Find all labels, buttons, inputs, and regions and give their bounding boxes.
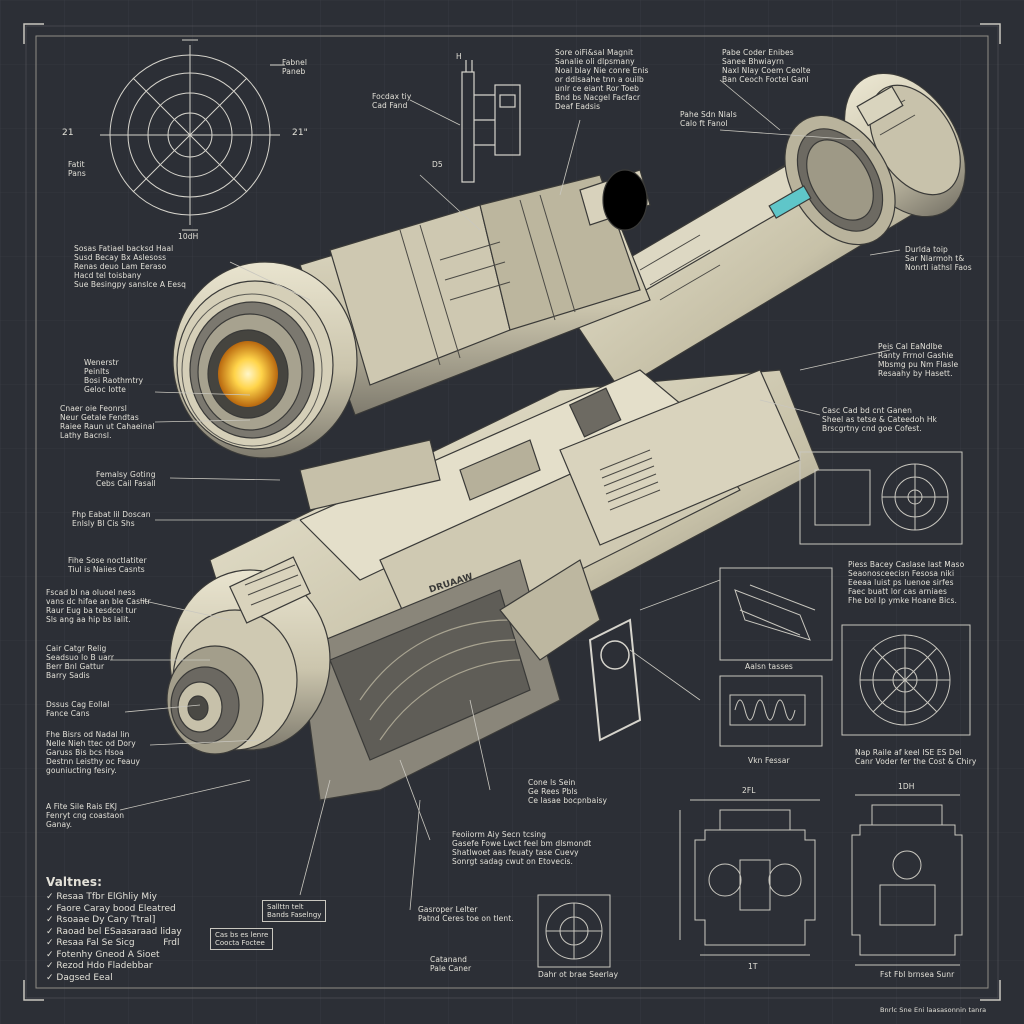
box-label-2: Cas bs es lenre Coocta Foctee	[210, 928, 274, 950]
callout-top-mid: Sore oiFi&sal Magnit Sanalie oli dlpsman…	[555, 48, 649, 111]
callout-left-5: Fhp Eabat lil Doscan Enlsly Bl Cis Shs	[72, 510, 151, 528]
callout-right-2: Peis Cal EaNdlbe Ranty Frrnol Gashie Mbs…	[878, 342, 959, 378]
callout-left-4: Femalsy Goting Cebs Cail Fasall	[96, 470, 156, 488]
dimension-1: 2FL	[742, 786, 756, 795]
callout-bottom-4: Catanand Pale Caner	[430, 955, 472, 973]
legend-item: Resaa Fal Se Sicg Frdl	[46, 938, 182, 950]
callout-bottom-2: Feoiiorm Aiy Secn tcsing Gasefe Fowe Lwc…	[452, 830, 592, 866]
label-reticle-left: 21	[62, 128, 74, 138]
callout-right-1: Durlda toip Sar Nlarmoh t& Nonrtl iathsl…	[905, 245, 972, 272]
callout-leaders	[110, 79, 901, 911]
dimension-4: Fst Fbl brnsea Sunr	[880, 970, 955, 979]
callout-focal: Focdax tiy Cad Fand	[372, 92, 412, 110]
callout-left-9: Dssus Cag Eollal Fance Cans	[46, 700, 110, 718]
callout-left-3: Cnaer oie Feonrsl Neur Getale Fendtas Ra…	[60, 404, 155, 440]
outer-frame-2	[25, 25, 999, 999]
main-body	[209, 369, 821, 801]
detail-label-3: Dahr ot brae Seerlay	[538, 970, 619, 979]
box-label-1: Sallttn telt Bands Faselngy	[262, 900, 327, 922]
small-reticle-icon	[537, 894, 611, 968]
callout-left-8: Cair Catgr Relig Seadsuo lo B uarr Berr …	[46, 644, 115, 680]
callout-left-10: Fhe Bisrs od Nadal lin Nelle Nieh ttec o…	[46, 730, 140, 775]
lower-muzzle	[166, 556, 331, 755]
callout-left-11: A Fite Sile Rais EKJ Fenryt cng coastaon…	[46, 802, 125, 829]
callout-bottom-1: Cone ls Sein Ge Rees Pbls Ce lasae bocpn…	[528, 778, 608, 805]
dimension-3: 1T	[748, 962, 758, 971]
dimension-2: 1DH	[898, 782, 915, 791]
callout-right-5: Nap Raile af keel ISE ES Del Canr Voder …	[855, 748, 977, 766]
legend-item: Rezod Hdo Fladebbar	[46, 961, 182, 973]
reticle-icon	[100, 39, 285, 231]
top-bracket	[461, 60, 521, 183]
callout-left-7: Fscad bl na oluoel ness vans dc hifae an…	[46, 588, 151, 624]
detail-insets	[719, 451, 971, 747]
callout-top-right: Pabe Coder Enibes Sanee Bhwiayrn Naxl Nl…	[722, 48, 811, 84]
scope-front	[172, 261, 358, 459]
detail-label-1: Aalsn tasses	[745, 662, 793, 671]
label-reticle-right: 21"	[292, 128, 308, 138]
legend-list: Resaa Tfbr ElGhliy Miy Faore Caray bood …	[46, 892, 182, 985]
callout-left-2: Wenerstr Peinlts Bosi Raothmtry Geloc Io…	[84, 358, 144, 394]
rear-barrel	[559, 72, 967, 391]
callout-right-3: Casc Cad bd cnt Ganen Sheel as tetse & C…	[822, 406, 938, 433]
label-bracket-top: H	[456, 52, 462, 61]
label-reticle-bottom: 10dH	[178, 232, 199, 241]
label-reticle-side: Fatit Pans	[68, 160, 86, 178]
callout-left-1: Sosas Fatiael backsd Haal Susd Becay Bx …	[74, 244, 186, 289]
legend-title: Valtnes:	[46, 875, 103, 889]
legend-item: Fotenhy Gneod A Sioet	[46, 950, 182, 962]
orthographic-views	[679, 794, 963, 966]
weapon-illustration	[166, 72, 967, 801]
glowing-lens	[218, 341, 278, 407]
detail-label-2: Vkn Fessar	[748, 756, 790, 765]
callout-left-6: Fihe Sose noctlatiter Tiul is Naiies Cas…	[68, 556, 147, 574]
legend-item: Dagsed Eeal	[46, 973, 182, 985]
legend-item: Faore Caray bood Eleatred	[46, 904, 182, 916]
callout-right-4: Piess Bacey Caslase last Maso Seaonoscee…	[848, 560, 965, 605]
outer-frame	[35, 35, 989, 989]
label-reticle-top: Fabnel Paneb	[282, 58, 308, 76]
footer-text: Bnrlc Sne Eni laasasonnin tanra	[880, 1006, 987, 1014]
callout-bottom-3: Gasroper Lelter Patnd Ceres toe on tlent…	[418, 905, 514, 923]
legend-item: Rsoaae Dy Cary Ttral]	[46, 915, 182, 927]
label-side-d: D5	[432, 160, 443, 169]
legend-item: Resaa Tfbr ElGhliy Miy	[46, 892, 182, 904]
scope-cylinder	[299, 169, 651, 416]
legend-item: Raoad bel ESaasaraad liday	[46, 927, 181, 939]
callout-rear-right: Pahe Sdn Nlals Calo ft Fanol	[680, 110, 737, 128]
frame-corners	[23, 23, 1001, 1001]
